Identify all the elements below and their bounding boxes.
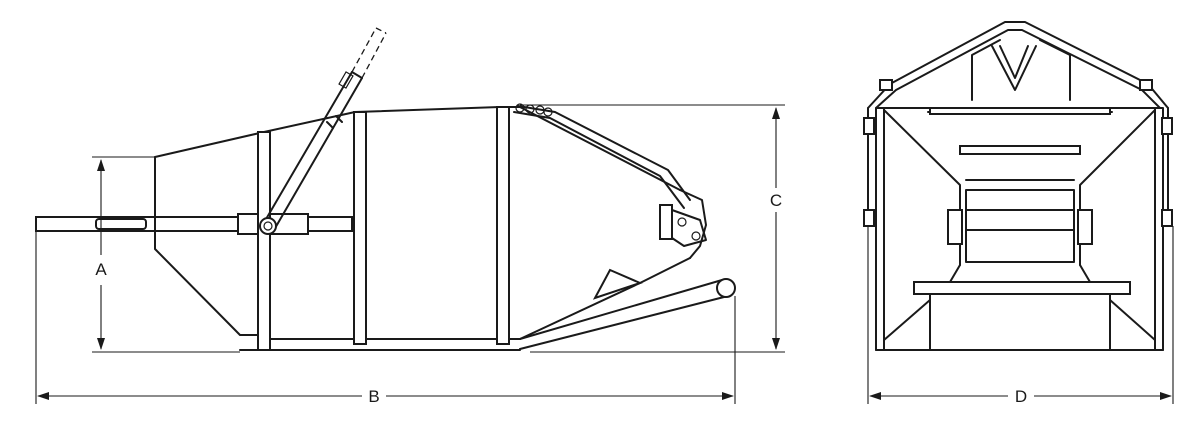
dimension-b-label: B — [368, 387, 379, 406]
pivot-bolt — [259, 217, 277, 235]
dimension-a-label: A — [95, 260, 107, 279]
hopper-bands — [257, 106, 510, 351]
dimension-d: D — [867, 226, 1174, 406]
gate-linkage — [513, 103, 691, 209]
dimension-a: A — [92, 156, 240, 353]
discharge-gate — [659, 189, 707, 259]
tilt-lever — [261, 27, 387, 231]
dimension-c-label: C — [770, 191, 782, 210]
roof-frame — [867, 21, 1169, 109]
front-view — [863, 21, 1173, 351]
side-view — [35, 27, 736, 351]
base-skid — [875, 281, 1164, 351]
dimension-d-label: D — [1015, 387, 1027, 406]
inner-hopper — [883, 107, 1156, 283]
dimension-b: B — [35, 231, 736, 406]
fork-skid — [519, 268, 736, 350]
fork-tube — [35, 213, 353, 235]
dimension-c: C — [520, 104, 785, 353]
